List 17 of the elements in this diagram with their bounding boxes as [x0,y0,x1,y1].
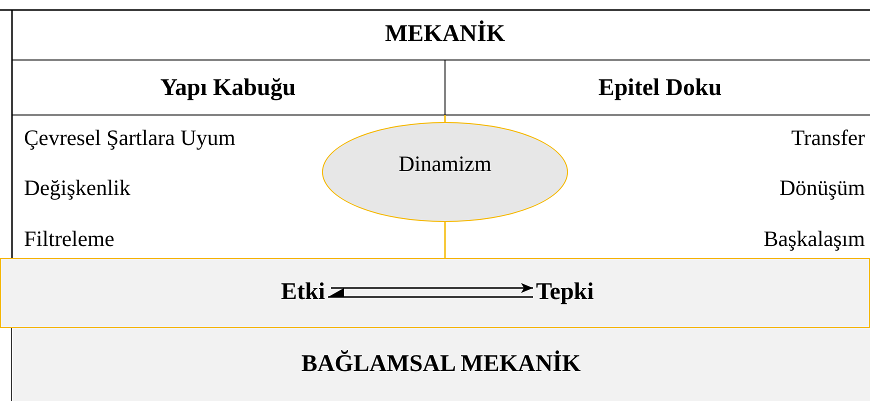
band-box: BAĞLAMSAL MEKANİK [12,328,870,401]
arrow [328,288,533,298]
list-item: Başkalaşım [764,226,865,252]
node-text: Etki [281,278,326,306]
node-text: Tepki [536,278,594,306]
arrow [331,283,533,293]
column-heading: Epitel Doku [598,74,722,102]
ellipse-node: Dinamizm [322,122,568,222]
list-item: Değişkenlik [24,175,130,201]
table-heading: MEKANİK [385,20,505,48]
list-item: Transfer [791,125,865,151]
list-item: Dönüşüm [779,175,865,201]
band-box [0,258,870,328]
connector-line [444,222,446,258]
list-item: Filtreleme [24,226,114,252]
list-item: Çevresel Şartlara Uyum [24,125,236,151]
column-heading: Yapı Kabuğu [160,74,296,102]
